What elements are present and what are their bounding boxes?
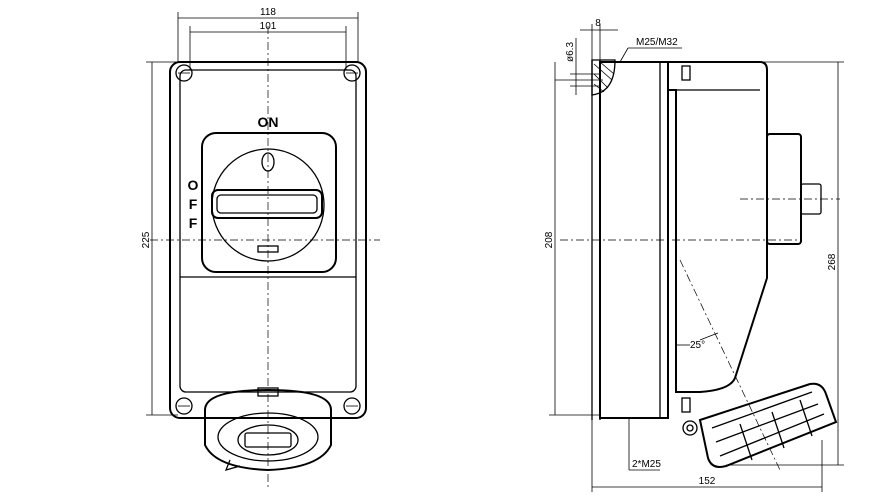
dim-mounting-height: 208 — [544, 231, 555, 248]
label-thread-bottom: 2*M25 — [632, 459, 661, 470]
label-off-f2: F — [189, 215, 198, 231]
dim-hole-diameter: ø6.3 — [565, 42, 576, 62]
dim-height: 225 — [141, 231, 152, 248]
dim-total-height: 268 — [827, 253, 838, 270]
dim-total-depth: 152 — [699, 476, 716, 487]
screw-icon — [175, 64, 361, 415]
side-switch-knob — [766, 133, 802, 245]
label-off-o: O — [188, 177, 199, 193]
switch-plate — [201, 132, 337, 273]
side-view: 8 ø6.3 M25/M32 25° — [544, 18, 844, 492]
dim-width-outer: 118 — [260, 7, 276, 18]
front-view: 118 101 225 ON O F F — [141, 7, 380, 490]
side-socket — [682, 382, 838, 468]
label-off-f1: F — [189, 196, 198, 212]
dim-wall: 8 — [595, 18, 601, 29]
switch-handle[interactable] — [211, 189, 323, 219]
label-angle: 25° — [690, 340, 705, 351]
label-thread-top: M25/M32 — [636, 37, 678, 48]
